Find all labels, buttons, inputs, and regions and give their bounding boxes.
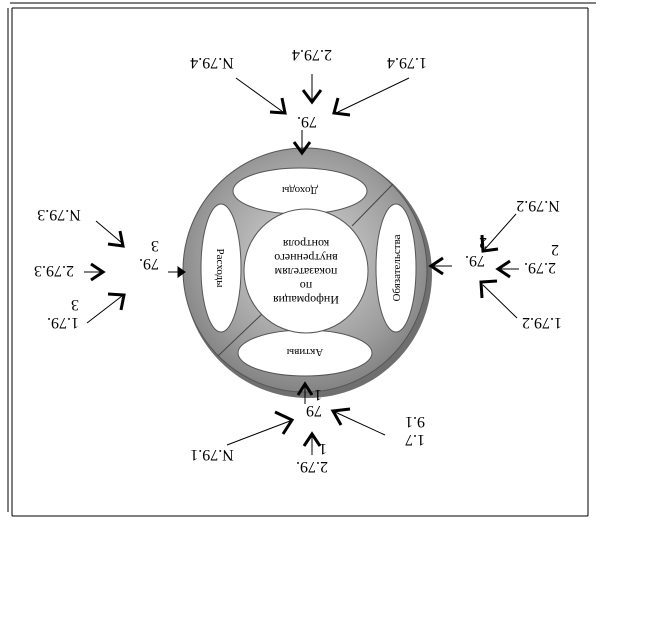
arrow-right-top-line [484,213,517,250]
label-1.79.3-a: 1.79. [47,314,79,331]
center-line-3: показателям [274,265,337,279]
arrow-top-hub-head [292,141,312,156]
oval-assets-label: Активы [286,346,323,358]
arrow-left-bot-line [86,295,123,324]
arrow-bottom-right-head [330,407,351,426]
label-2.79.2-a: 2.79. [524,259,556,276]
center-line-2: по [300,279,312,293]
central-disc: Доходы Активы Расходы Обязательства Инфо… [182,147,432,398]
oval-income-label: Доходы [281,184,318,196]
arrow-right-bot-head [479,279,498,299]
arrow-right-mid-head [495,259,511,279]
arrow-bottom-mid-head [302,431,322,447]
label-N.79.2: N.79.2 [516,197,560,214]
label-N.79.4: N.79.4 [190,54,234,71]
label-2.79.1-b: 1 [319,440,327,457]
arrow-left-top-line [95,220,123,244]
arrow-left-top-head [107,230,125,248]
label-2.79.4: 2.79.4 [292,46,332,63]
label-N.79.1: N.79.1 [190,446,234,463]
arrow-top-mid-head [301,89,323,105]
center-line-4: внутреннего [274,251,338,265]
arrow-right-bot-line [482,284,518,319]
group-right: 79. 2 N.79.2 2.79. 2 1.79.2 [428,197,562,331]
arrow-top-left-line [235,77,284,113]
arrow-bottom-hub-head [296,381,314,396]
bottom-hub-line-1: 79 [306,402,322,419]
center-line-5: контроля [282,237,329,251]
left-hub-line-1: 79. [139,255,159,272]
label-2.79.1-a: 2.79. [296,458,328,475]
oval-expenses-label: Расходы [214,249,226,289]
label-N.79.3: N.79.3 [37,206,81,223]
arrow-bottom-left-line [226,420,291,446]
bottom-hub-line-2: 1 [314,386,322,403]
arrow-top-left-head [269,97,287,115]
arrow-bottom-left-head [274,410,295,435]
label-1.79.3-b: 3 [71,296,79,313]
arrow-left-mid-head [90,262,106,282]
divider-ne [351,183,394,227]
inner-circle [243,208,369,334]
left-hub-line-2: 3 [151,237,159,254]
center-line-1: Информация [273,293,339,307]
divider-sw [217,313,263,357]
oval-obligations-label: Обязательства [391,234,403,301]
top-hub-label: 79. [297,113,317,130]
label-1.79.2: 1.79.2 [522,314,562,331]
label-2.79.3: 2.79.3 [34,262,74,279]
label-1.7-a: 1.7 [405,431,425,448]
arrow-right-top-head [480,234,499,253]
arrow-bottom-right-line [334,411,386,436]
oval-expenses [200,203,242,333]
arrow-top-right-head [332,97,351,117]
label-1.7-b: 9.1 [405,413,425,430]
group-left: 79. 3 N.79.3 2.79.3 1.79. 3 [34,206,186,331]
group-bottom: 79 1 N.79.1 2.79. 1 1.7 9.1 [190,381,425,475]
arrow-left-hub-head [177,266,186,278]
oval-obligations [375,203,417,333]
label-2.79.2-b: 2 [551,241,559,258]
group-top: 79. N.79.4 2.79.4 1.79.4 [190,46,427,156]
arrow-top-right-line [337,77,410,113]
right-hub-line-1: 79. [465,252,485,269]
label-1.79.4: 1.79.4 [387,54,427,71]
arrow-right-hub-head [428,256,444,276]
arrow-left-bot-head [107,292,126,311]
